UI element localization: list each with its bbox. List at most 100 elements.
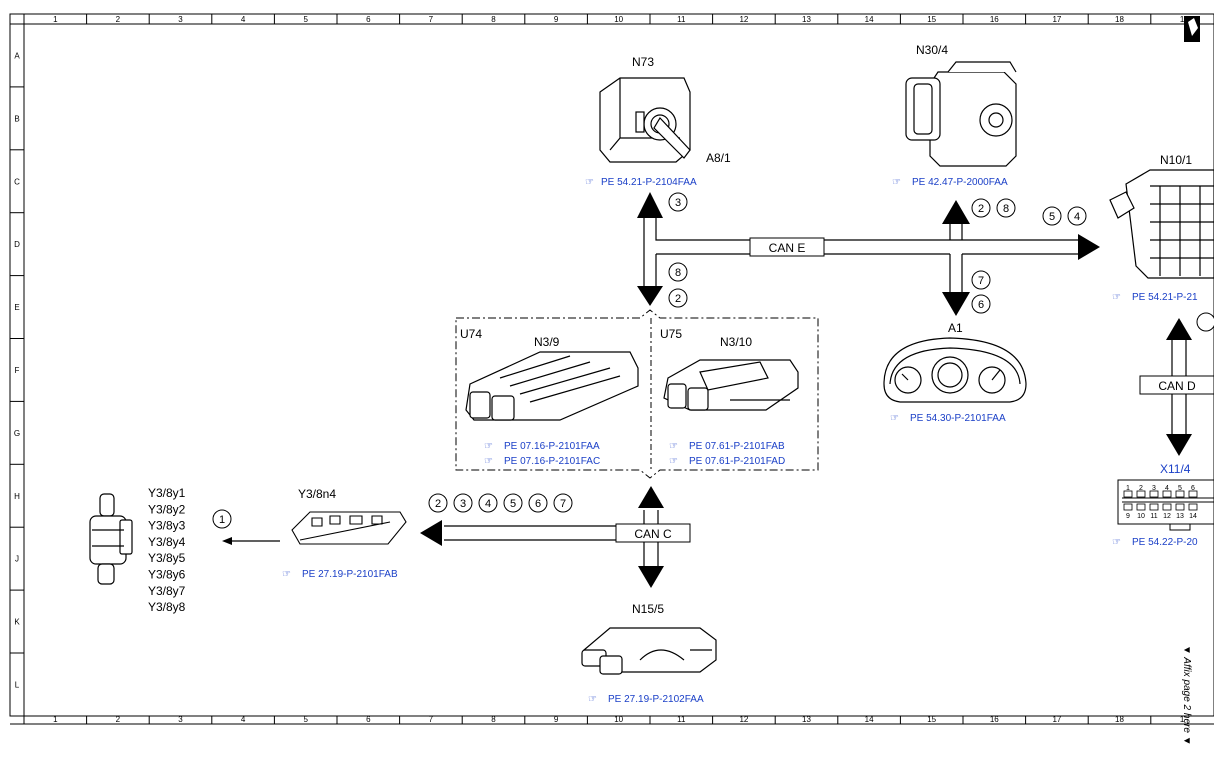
number-circle <box>971 270 991 290</box>
grid-row-letter: J <box>15 555 19 564</box>
number-circle-label: 5 <box>1049 211 1055 223</box>
number-circle-label: 2 <box>435 498 441 510</box>
n3-10-label: N3/10 <box>720 335 752 349</box>
svg-text:☞: ☞ <box>669 441 678 452</box>
grid-row-letter: A <box>14 51 20 60</box>
y3-8y-label: Y3/8y1 <box>148 486 186 500</box>
arrow-left-y3-8n4 <box>420 520 442 546</box>
x11-pin-number: 11 <box>1150 513 1157 520</box>
svg-text:☞: ☞ <box>1112 537 1121 548</box>
grid-column-number: 6 <box>366 15 371 24</box>
x11-4-ref-link[interactable]: PE 54.22-P-20 <box>1132 537 1198 548</box>
number-circle-label: 6 <box>978 299 984 311</box>
number-circle <box>528 493 548 513</box>
number-circle <box>453 493 473 513</box>
n73-sublabel: A8/1 <box>706 151 731 165</box>
grid-column-number: 9 <box>554 715 559 724</box>
x11-pin <box>1175 503 1185 511</box>
grid-column-number: 1 <box>1180 15 1185 24</box>
u75-ref-link-2[interactable]: PE 07.61-P-2101FAD <box>689 456 785 467</box>
number-circle-label: 4 <box>1074 211 1080 223</box>
n3-9-ecu <box>465 351 639 421</box>
number-circle-label: 3 <box>675 197 681 209</box>
x11-pin-number: 12 <box>1163 513 1171 520</box>
u75-ref-link-1[interactable]: PE 07.61-P-2101FAB <box>689 441 785 452</box>
n15-5-ref-link[interactable]: PE 27.19-P-2102FAA <box>608 694 704 705</box>
n10-1-ref-link[interactable]: PE 54.21-P-21 <box>1132 292 1198 303</box>
grid-row-letter: D <box>14 240 20 249</box>
can-d-box <box>1139 375 1214 395</box>
number-circle <box>971 294 991 314</box>
grid-column-number: 14 <box>865 715 874 724</box>
x11-pin-number: 1 <box>1126 485 1130 492</box>
x11-pin <box>1188 503 1198 511</box>
y3-8y-label: Y3/8y3 <box>148 519 186 533</box>
svg-text:☞: ☞ <box>1112 292 1121 303</box>
a1-ref-link[interactable]: PE 54.30-P-2101FAA <box>910 413 1006 424</box>
number-circle-label: 3 <box>460 498 466 510</box>
number-circle-label: 5 <box>510 498 516 510</box>
page-corner-icon <box>1184 16 1200 42</box>
x11-pin <box>1175 490 1185 498</box>
u74-ref-link-2[interactable]: PE 07.16-P-2101FAC <box>504 456 600 467</box>
number-circle <box>212 509 232 529</box>
svg-text:☞: ☞ <box>588 694 597 705</box>
number-circle <box>996 198 1016 218</box>
grid-column-number: 16 <box>990 15 999 24</box>
arrow-left-y3-8y <box>222 537 232 545</box>
y3-8y-label: Y3/8y7 <box>148 584 186 598</box>
svg-text:☞: ☞ <box>890 413 899 424</box>
grid-column-number: 18 <box>1115 15 1124 24</box>
x11-pin <box>1149 490 1159 498</box>
number-circle-label: 7 <box>978 275 984 287</box>
n73-ref-link[interactable]: PE 54.21-P-2104FAA <box>601 177 697 188</box>
arrow-down-n15-5 <box>638 566 664 588</box>
grid-column-number: 4 <box>241 15 246 24</box>
grid-column-number: 17 <box>1052 15 1061 24</box>
number-circle <box>668 262 688 282</box>
grid-column-number: 14 <box>865 15 874 24</box>
number-circle <box>553 493 573 513</box>
y3-8n4-control-unit <box>291 511 407 545</box>
grid-row-letter: H <box>14 492 20 501</box>
n30-4-label: N30/4 <box>916 43 948 57</box>
affix-page-note: ▼ Affix page 2 here ▼ <box>1181 645 1192 746</box>
grid-row-letter: K <box>14 618 20 627</box>
svg-text:☞: ☞ <box>892 177 901 188</box>
x11-pin-number: 5 <box>1178 485 1182 492</box>
u74-ref-link-1[interactable]: PE 07.16-P-2101FAA <box>504 441 600 452</box>
x11-pin <box>1136 503 1146 511</box>
n15-5-selector-module <box>581 627 717 675</box>
grid-column-number: 1 <box>53 715 58 724</box>
y3-8y-label: Y3/8y6 <box>148 568 186 582</box>
grid-column-number: 2 <box>116 715 121 724</box>
arrow-up-ecu <box>638 486 664 508</box>
grid-column-number: 1 <box>53 15 58 24</box>
x11-pin-number: 9 <box>1126 513 1130 520</box>
x11-pin-number: 13 <box>1176 513 1184 520</box>
x11-pin <box>1162 490 1172 498</box>
grid-column-number: 11 <box>677 715 686 724</box>
y3-8y-solenoid <box>89 493 133 585</box>
svg-text:☞: ☞ <box>669 456 678 467</box>
grid-row-letter: C <box>14 177 20 186</box>
y3-8y-label: Y3/8y2 <box>148 502 186 516</box>
n30-4-ref-link[interactable]: PE 42.47-P-2000FAA <box>912 177 1008 188</box>
arrow-down-u74 <box>637 286 663 306</box>
u74-label: U74 <box>460 327 482 341</box>
grid-column-number: 10 <box>614 715 623 724</box>
can-c-label: CAN C <box>634 527 672 541</box>
number-circle-label: 6 <box>535 498 541 510</box>
arrow-down-x11-4 <box>1166 434 1192 456</box>
number-circle <box>668 192 688 212</box>
x11-pin <box>1136 490 1146 498</box>
y3-8n4-ref-link[interactable]: PE 27.19-P-2101FAB <box>302 569 398 580</box>
can-c-box <box>615 523 691 543</box>
x11-4-label: X11/4 <box>1160 462 1191 476</box>
y3-8y-label: Y3/8y8 <box>148 600 186 614</box>
n73-ignition-switch <box>599 77 691 163</box>
partial-circle <box>1196 312 1214 332</box>
